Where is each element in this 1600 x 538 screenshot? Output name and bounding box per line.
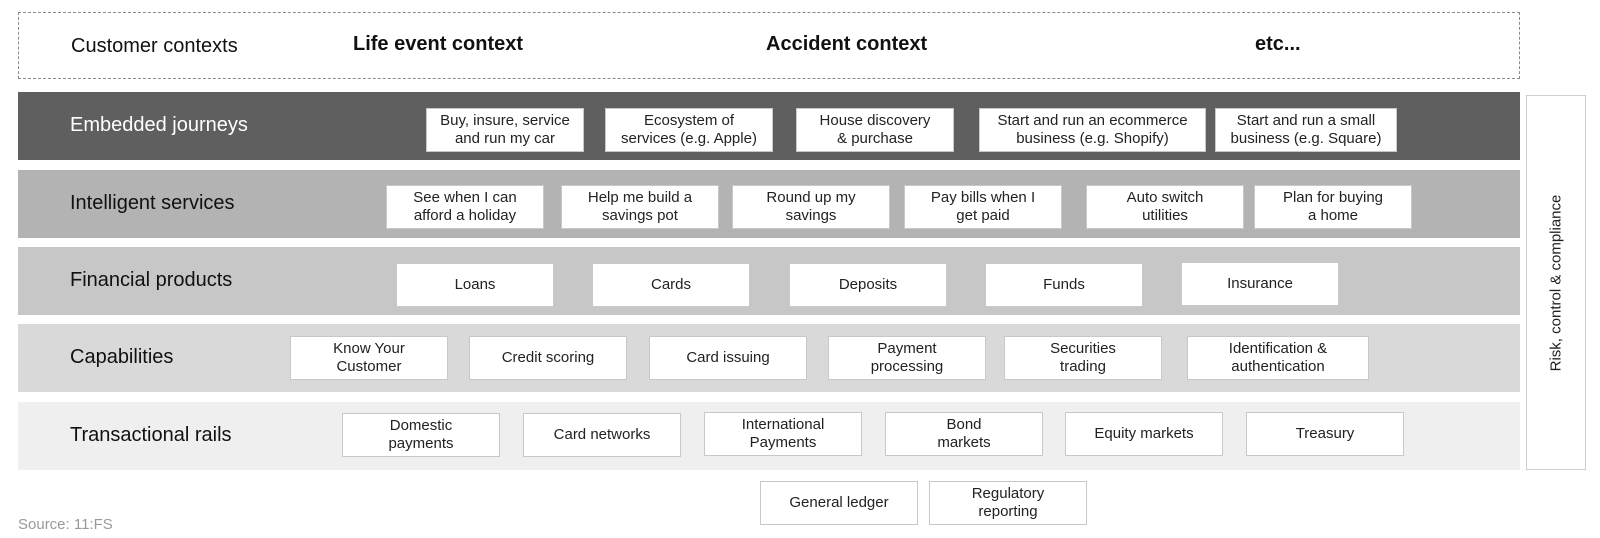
product-insurance: Insurance	[1181, 262, 1339, 306]
capability-card-issuing: Card issuing	[649, 336, 807, 380]
rail-treasury: Treasury	[1246, 412, 1404, 456]
rail-international-payments: International Payments	[704, 412, 862, 456]
risk-compliance-panel: Risk, control & compliance	[1526, 95, 1586, 470]
customer-contexts-label: Customer contexts	[71, 35, 238, 57]
journey-small-business: Start and run a small business (e.g. Squ…	[1215, 108, 1397, 152]
rail-card-networks: Card networks	[523, 413, 681, 457]
journey-car: Buy, insure, service and run my car	[426, 108, 584, 152]
embedded-journeys-band: Embedded journeys Buy, insure, service a…	[18, 92, 1520, 160]
service-round-up: Round up my savings	[732, 185, 890, 229]
journey-house: House discovery & purchase	[796, 108, 954, 152]
general-ledger-box: General ledger	[760, 481, 918, 525]
capabilities-band: Capabilities Know Your Customer Credit s…	[18, 324, 1520, 392]
risk-compliance-label: Risk, control & compliance	[1547, 194, 1565, 371]
transactional-rails-band: Transactional rails Domestic payments Ca…	[18, 402, 1520, 470]
journey-ecommerce: Start and run an ecommerce business (e.g…	[979, 108, 1206, 152]
journey-ecosystem: Ecosystem of services (e.g. Apple)	[605, 108, 773, 152]
intelligent-services-band: Intelligent services See when I can affo…	[18, 170, 1520, 238]
financial-products-label: Financial products	[70, 269, 233, 291]
transactional-rails-label: Transactional rails	[70, 424, 232, 446]
financial-products-band: Financial products Loans Cards Deposits …	[18, 247, 1520, 315]
capability-credit-scoring: Credit scoring	[469, 336, 627, 380]
rail-bond-markets: Bond markets	[885, 412, 1043, 456]
service-holiday: See when I can afford a holiday	[386, 185, 544, 229]
capability-securities-trading: Securities trading	[1004, 336, 1162, 380]
capabilities-label: Capabilities	[70, 346, 174, 368]
capability-payment-processing: Payment processing	[828, 336, 986, 380]
capability-kyc: Know Your Customer	[290, 336, 448, 380]
product-cards: Cards	[592, 263, 750, 307]
product-loans: Loans	[396, 263, 554, 307]
product-funds: Funds	[985, 263, 1143, 307]
context-etc: etc...	[1255, 33, 1301, 55]
rail-equity-markets: Equity markets	[1065, 412, 1223, 456]
regulatory-reporting-box: Regulatory reporting	[929, 481, 1087, 525]
embedded-journeys-label: Embedded journeys	[70, 114, 248, 136]
customer-contexts-row: Customer contexts Life event context Acc…	[18, 12, 1520, 79]
service-plan-home: Plan for buying a home	[1254, 185, 1412, 229]
intelligent-services-label: Intelligent services	[70, 192, 235, 214]
service-auto-switch: Auto switch utilities	[1086, 185, 1244, 229]
product-deposits: Deposits	[789, 263, 947, 307]
source-note: Source: 11:FS	[18, 516, 113, 533]
context-life-event: Life event context	[353, 33, 524, 55]
service-savings-pot: Help me build a savings pot	[561, 185, 719, 229]
rail-domestic-payments: Domestic payments	[342, 413, 500, 457]
context-accident: Accident context	[766, 33, 928, 55]
service-pay-bills: Pay bills when I get paid	[904, 185, 1062, 229]
capability-identification: Identification & authentication	[1187, 336, 1369, 380]
